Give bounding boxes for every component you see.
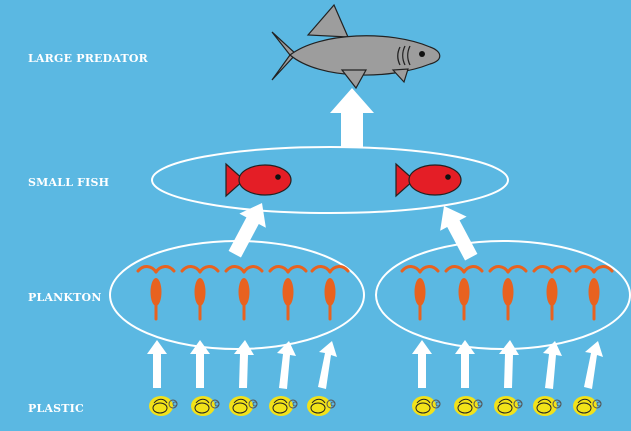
label-plankton: PLANKTON xyxy=(28,291,102,304)
label-small-fish: SMALL FISH xyxy=(28,176,109,189)
label-large-predator: LARGE PREDATOR xyxy=(28,52,149,65)
label-plastic: PLASTIC xyxy=(28,402,84,415)
